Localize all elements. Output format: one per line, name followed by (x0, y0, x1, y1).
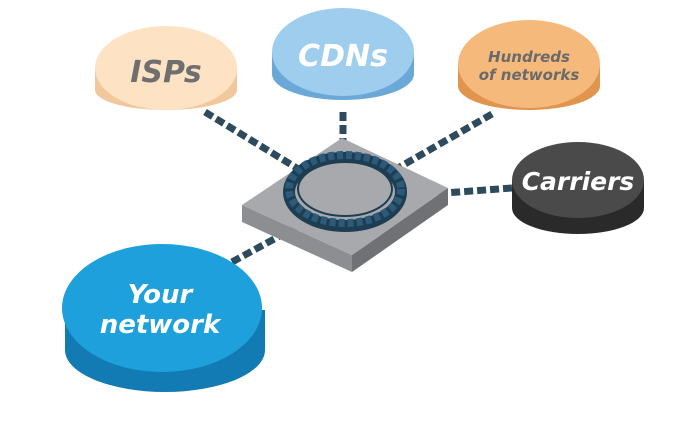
connections (203, 109, 513, 266)
cdns-label: CDNs (298, 39, 388, 74)
node-your-network: Your network (62, 244, 265, 392)
carriers-label: Carriers (522, 167, 635, 196)
hundreds-label-line2: of networks (479, 66, 580, 84)
your-disc-top (62, 244, 262, 372)
link-hundreds (396, 110, 494, 172)
node-carriers: Carriers (512, 142, 644, 234)
hub-ring (285, 151, 405, 227)
isps-disc-top (95, 26, 237, 110)
your-label-line1: Your (128, 280, 195, 310)
node-hundreds-of-networks: Hundreds of networks (458, 20, 600, 110)
exchange-hub (242, 138, 448, 272)
hub-ring-inner (297, 161, 393, 217)
link-carriers (404, 184, 513, 200)
node-cdns: CDNs (272, 8, 414, 100)
your-label-line2: network (100, 310, 222, 340)
hundreds-label-line1: Hundreds (488, 48, 570, 66)
hub-side-right (352, 188, 448, 272)
isps-label: ISPs (130, 55, 202, 90)
hundreds-disc-top (458, 20, 600, 108)
cdns-disc-top (272, 8, 414, 96)
link-isps (203, 109, 302, 173)
node-isps: ISPs (95, 26, 237, 110)
hub-side-left (242, 205, 352, 272)
carriers-disc-top (512, 142, 644, 218)
